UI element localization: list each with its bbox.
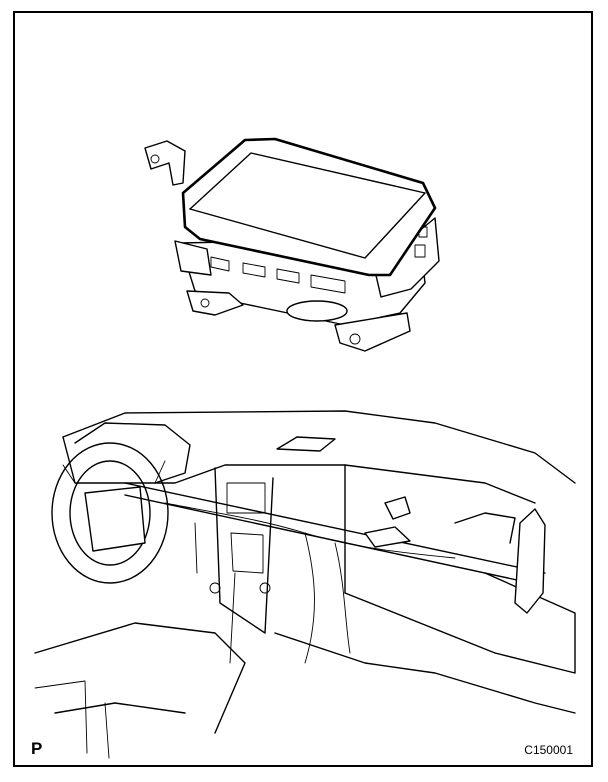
airbag-module-icon [144,137,440,352]
view-mark-label: P [31,739,43,758]
instrument-panel-icon [34,410,576,759]
figure-code-label: C150001 [524,743,573,757]
diagram-frame: P C150001 [13,11,593,767]
diagram-artwork [34,137,576,759]
